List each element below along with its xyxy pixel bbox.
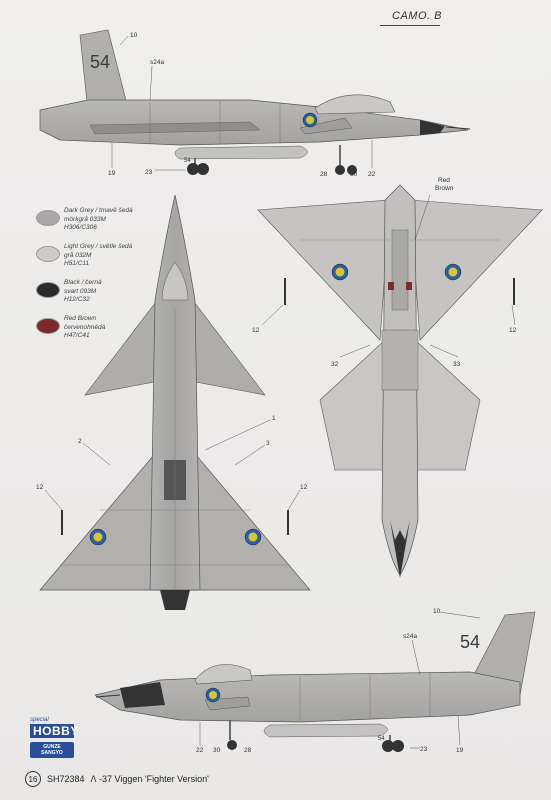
camo-label: CAMO. B [392, 10, 442, 22]
callout-54-bottom: 54 [378, 736, 385, 742]
callout-10-bottom: 10 [433, 608, 441, 615]
callout-22-top: 22 [368, 171, 376, 178]
legend-line: červenohnědá [64, 323, 106, 331]
callout-23-top: 23 [145, 169, 153, 176]
callout-29-bottom: 28 [244, 747, 252, 754]
color-swatch-light-grey [36, 246, 60, 262]
kit-code: SH72384 [47, 774, 85, 784]
callout-red-brown-1: Red [438, 177, 450, 184]
underside-view [257, 184, 543, 578]
underside-callout-lines [261, 194, 516, 358]
logo2-bottom: SANGYO [41, 750, 63, 756]
camo-underline [380, 25, 440, 26]
callout-12-plan-left: 12 [36, 484, 44, 491]
logo-top-text: special [30, 717, 49, 723]
callout-10-top: 10 [130, 32, 138, 39]
legend-item: Dark Grey / tmavě šedá mörkgrå 033M H306… [36, 207, 156, 241]
bottom-side-callout-lines [199, 611, 481, 749]
color-swatch-dark-grey [36, 210, 60, 226]
kit-title: Ʌ -37 Viggen 'Fighter Version' [90, 774, 209, 784]
legend-line: H12/C32 [64, 296, 90, 303]
special-hobby-logo: special HOBBY [30, 717, 78, 739]
callout-30-bottom: 30 [213, 747, 221, 754]
side-profile-bottom [94, 611, 536, 752]
callout-1: 1 [272, 415, 276, 422]
callout-28-top: 28 [320, 171, 328, 178]
logo2-top: GUNZE [43, 744, 61, 750]
legend-item: Light Grey / světle šedá grå 032M H51/C1… [36, 243, 156, 277]
color-legend: Dark Grey / tmavě šedá mörkgrå 033M H306… [36, 207, 156, 351]
callout-23-bottom: 23 [420, 746, 428, 753]
callout-s24a-top: s24a [150, 59, 164, 66]
callout-2: 2 [78, 438, 82, 445]
callout-red-brown-2: Brown [435, 185, 454, 192]
gunze-sangyo-logo: GUNZE SANGYO [30, 742, 74, 758]
color-swatch-red-brown [36, 318, 60, 334]
tail-code-bottom: 54 [460, 632, 480, 652]
color-swatch-black [36, 282, 60, 298]
legend-item: Black / černá svart 093M H12/C32 [36, 279, 156, 313]
legend-line: H47/C41 [64, 332, 90, 339]
page-footer: 16 SH72384 Ʌ -37 Viggen 'Fighter Version… [25, 770, 209, 788]
callout-19-bottom: 19 [456, 747, 464, 754]
tail-code-top: 54 [90, 52, 110, 72]
top-side-callout-lines [111, 35, 373, 173]
legend-line: svart 093M [64, 287, 97, 295]
callout-12-plan-right: 12 [300, 484, 308, 491]
callout-3: 3 [266, 440, 270, 447]
callout-12-under-left: 12 [252, 327, 260, 334]
legend-line: Red Brown [64, 315, 97, 322]
plan-view-callout-lines [44, 419, 301, 511]
legend-line: Black / černá [64, 279, 102, 286]
legend-line: mörkgrå 033M [64, 215, 106, 223]
plan-view-top [39, 194, 311, 610]
side-profile-top [39, 29, 471, 175]
callout-32: 32 [331, 361, 339, 368]
callout-30-top: 30 [350, 171, 358, 178]
callout-s24a-bottom: s24a [403, 633, 417, 640]
legend-line: H306/C306 [64, 224, 97, 231]
logo-main-text: HOBBY [30, 724, 78, 738]
legend-line: H51/C11 [64, 260, 90, 267]
callout-54-top: 54 [184, 158, 191, 164]
legend-line: grå 032M [64, 251, 92, 259]
legend-line: Dark Grey / tmavě šedá [64, 207, 133, 214]
callout-19-top: 19 [108, 170, 116, 177]
callout-12-under-right: 12 [509, 327, 517, 334]
callout-22-bottom: 22 [196, 747, 204, 754]
legend-line: Light Grey / světle šedá [64, 243, 133, 250]
legend-item: Red Brown červenohnědá H47/C41 [36, 315, 156, 349]
callout-33: 33 [453, 361, 461, 368]
page-number: 16 [25, 771, 41, 787]
